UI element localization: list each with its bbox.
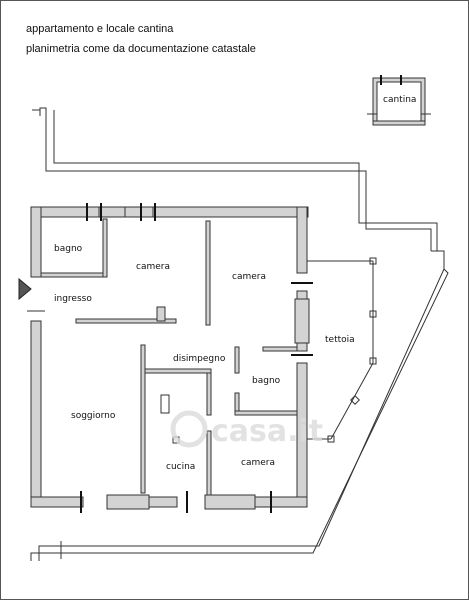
cantina-unit: cantina bbox=[367, 75, 431, 126]
plan-subtitle: planimetria come da documentazione catas… bbox=[26, 43, 256, 55]
room-label-cantina: cantina bbox=[383, 95, 416, 105]
room-label-camera-top-left: camera bbox=[136, 262, 170, 272]
room-label-cucina: cucina bbox=[166, 462, 195, 472]
perimeter-line bbox=[30, 107, 449, 561]
plan-title: appartamento e locale cantina bbox=[26, 23, 174, 35]
watermark-text: casa.it bbox=[211, 414, 323, 449]
room-label-soggiorno: soggiorno bbox=[71, 411, 116, 421]
apartment-walls bbox=[30, 206, 310, 510]
room-labels: bagno camera camera ingresso disimpegno … bbox=[54, 244, 355, 472]
room-label-tettoia: tettoia bbox=[325, 335, 355, 345]
room-label-disimpegno: disimpegno bbox=[173, 354, 226, 364]
tettoia-structure bbox=[307, 257, 377, 443]
room-label-bagno-mid: bagno bbox=[252, 376, 281, 386]
entrance-arrow bbox=[18, 277, 32, 301]
watermark: casa.it bbox=[170, 410, 323, 449]
opening-marks bbox=[27, 203, 313, 513]
room-label-bagno-top: bagno bbox=[54, 244, 83, 254]
room-label-ingresso: ingresso bbox=[54, 294, 92, 304]
room-label-camera-top-right: camera bbox=[232, 272, 266, 282]
room-label-camera-bottom: camera bbox=[241, 458, 275, 468]
